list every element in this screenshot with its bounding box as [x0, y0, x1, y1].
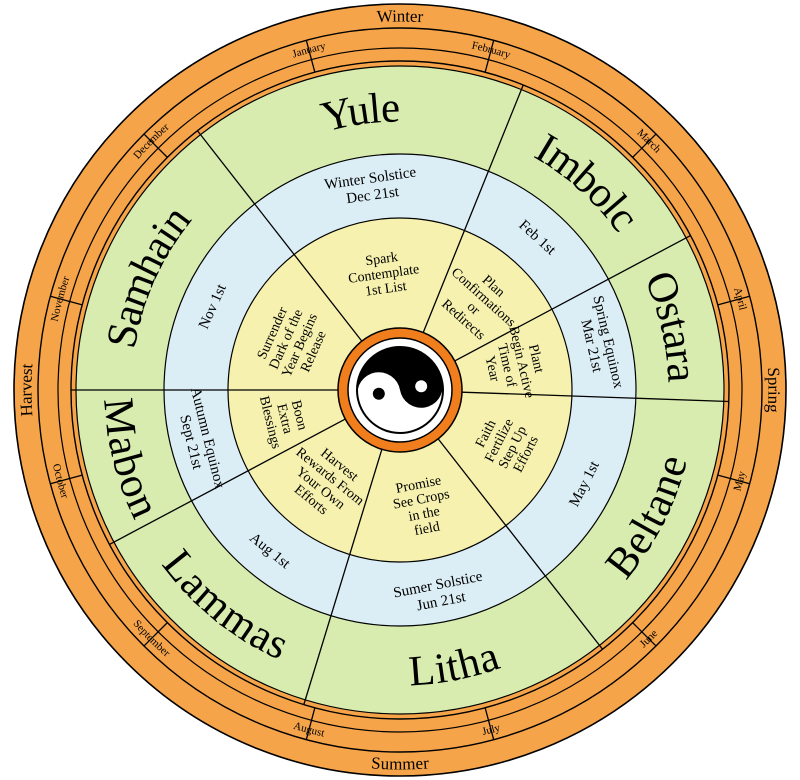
month-divider-line — [717, 295, 750, 306]
month-divider-line — [484, 707, 495, 740]
month-label-may: May — [732, 469, 749, 492]
sabbat-phase-ostara: PlantBegin ActiveTime ofYear — [476, 321, 551, 406]
month-divider-line — [717, 474, 750, 485]
sabbat-divider-line — [109, 418, 346, 546]
month-label-april: April — [731, 286, 749, 311]
month-divider-line — [632, 622, 657, 647]
sabbat-divider-line — [461, 391, 729, 403]
sabbat-divider-line — [454, 234, 691, 362]
sabbat-phase-litha: PromiseSee Cropsin thefield — [389, 472, 457, 542]
sabbat-divider-line — [196, 130, 363, 342]
sabbat-divider-line — [437, 438, 604, 650]
month-divider-line — [632, 133, 657, 158]
sabbat-divider-line — [422, 84, 524, 333]
season-label-winter: Winter — [376, 6, 424, 26]
month-divider-line — [484, 40, 495, 73]
month-divider-line — [305, 707, 316, 740]
yin-yang-icon — [356, 346, 444, 434]
season-label-harvest: Harvest — [16, 363, 36, 417]
month-divider-line — [50, 295, 83, 306]
month-divider-line — [143, 133, 168, 158]
season-label-summer: Summer — [371, 753, 430, 773]
season-label-spring: Spring — [764, 367, 784, 414]
month-label-july: July — [481, 722, 502, 738]
month-divider-line — [305, 40, 316, 73]
sabbat-divider-line — [303, 449, 383, 705]
sabbat-dividers — [71, 84, 729, 705]
month-dividers — [50, 40, 750, 740]
month-divider-line — [143, 622, 168, 647]
month-divider-line — [50, 474, 83, 485]
